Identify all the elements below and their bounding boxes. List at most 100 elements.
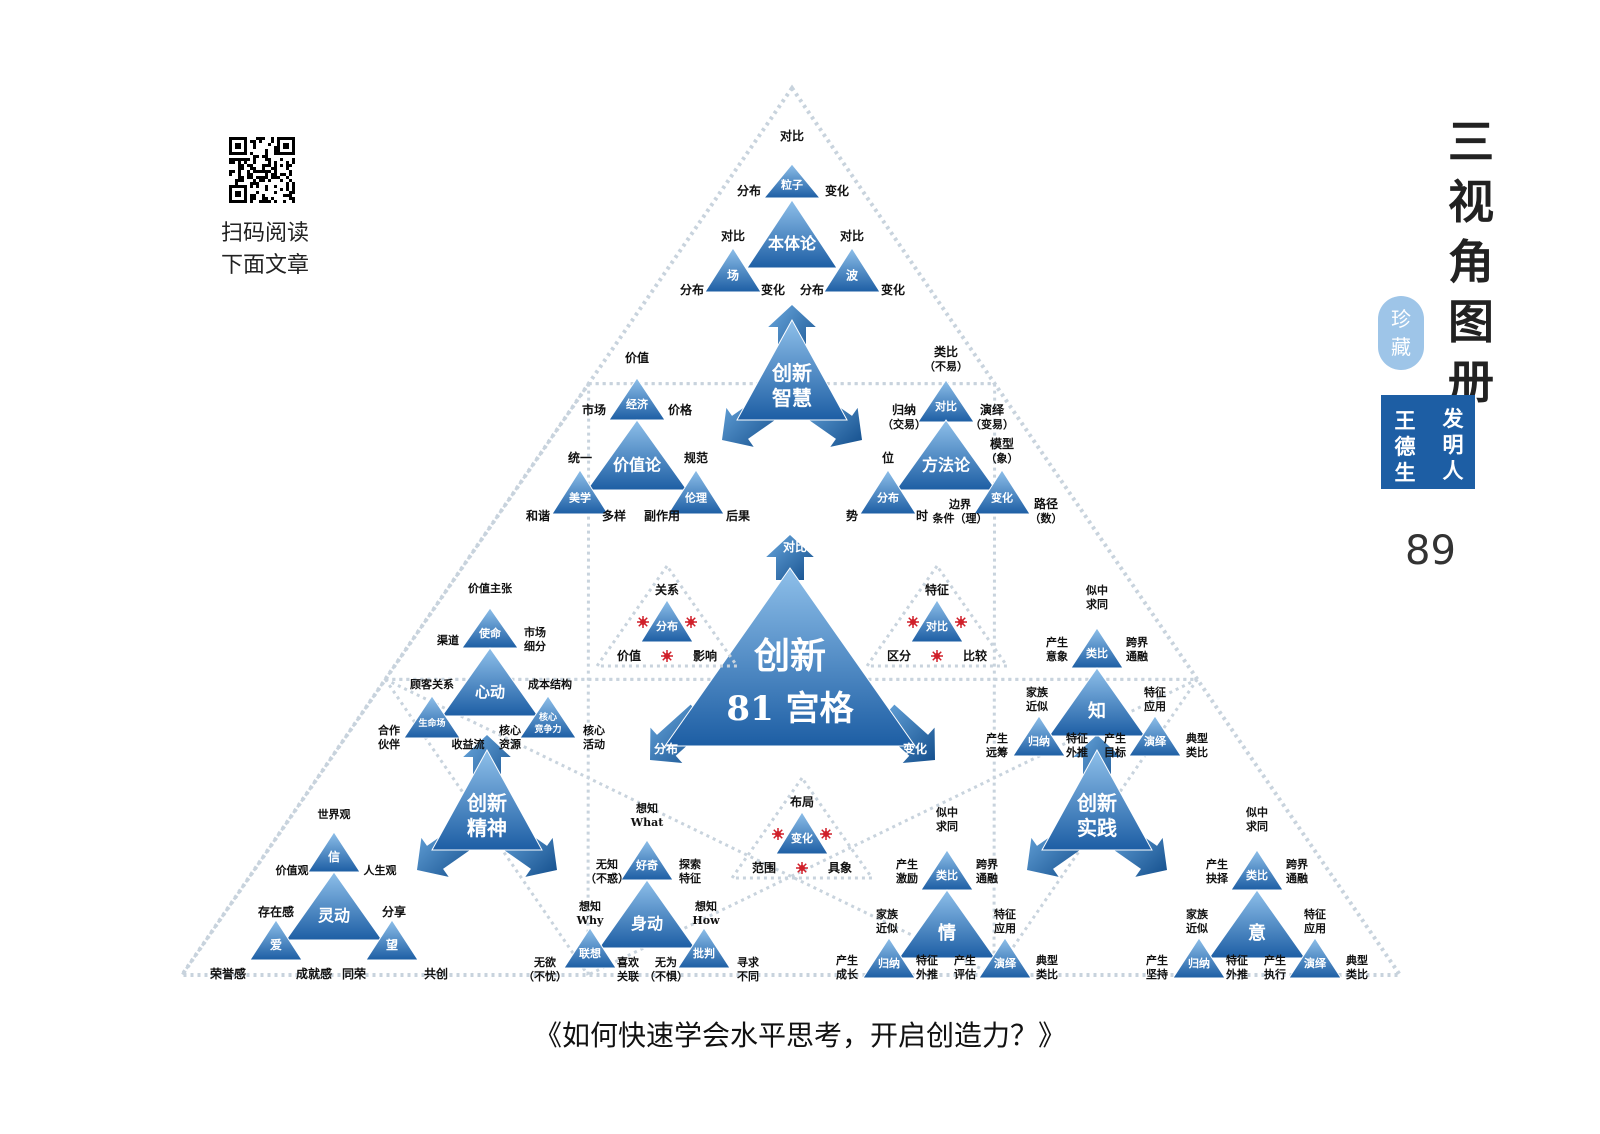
body-top-l2: （不惑） bbox=[585, 871, 629, 885]
emotion-top-l2: 激励 bbox=[896, 871, 918, 885]
method-br bbox=[973, 469, 1031, 515]
know-br-t2: 应用 bbox=[1144, 699, 1166, 713]
heart-top-t: 价值主张 bbox=[468, 581, 513, 595]
value-bl bbox=[551, 469, 609, 515]
heart-bl-l2: 伙伴 bbox=[378, 737, 400, 751]
sm-main bbox=[285, 871, 383, 941]
know-br bbox=[1128, 715, 1182, 757]
value-bl-r: 多样 bbox=[602, 508, 626, 523]
change-top: 布局 bbox=[790, 794, 814, 809]
method-br-label: 变化 bbox=[991, 491, 1013, 505]
body-top-label: 好奇 bbox=[635, 858, 658, 872]
emotion-br-l: 产生 bbox=[954, 953, 976, 967]
heart-br-r: 核心 bbox=[583, 723, 605, 737]
body-br-r2: 不同 bbox=[737, 970, 759, 983]
know-top-t: 似中 bbox=[1085, 583, 1108, 597]
emotion-bl-t2: 近似 bbox=[876, 921, 898, 935]
know-bl-t2: 近似 bbox=[1026, 699, 1048, 713]
method-top-r2: （变易） bbox=[970, 417, 1014, 431]
know-br-r2: 类比 bbox=[1186, 745, 1208, 759]
know-bl bbox=[1012, 715, 1066, 757]
will-bl-l: 产生 bbox=[1146, 953, 1168, 967]
contrast-dot3 bbox=[931, 650, 943, 662]
heart-bl-label: 生命场 bbox=[418, 717, 445, 729]
top-bl bbox=[704, 247, 762, 293]
body-br-r: 寻求 bbox=[737, 955, 760, 969]
top-br-right: 变化 bbox=[881, 282, 905, 297]
will-bl-r2: 外推 bbox=[1225, 967, 1248, 981]
sm-top-label: 信 bbox=[328, 849, 340, 864]
heart-bl-t: 顾客关系 bbox=[410, 677, 454, 691]
change-dot3-core bbox=[799, 865, 805, 871]
body-br-l2: （不惧） bbox=[644, 969, 688, 983]
method-bl-label: 分布 bbox=[877, 491, 899, 505]
contrast-tri bbox=[910, 599, 964, 643]
dist-tri bbox=[640, 599, 694, 643]
title-char: 角 bbox=[1448, 235, 1494, 289]
will-br-r2: 类比 bbox=[1346, 967, 1368, 981]
dist-top: 关系 bbox=[655, 582, 679, 597]
caption: 《如何快速学会水平思考，开启创造力？》 bbox=[533, 1019, 1066, 1052]
will-bl-t2: 近似 bbox=[1186, 921, 1208, 935]
seal-char: 明 bbox=[1442, 433, 1464, 457]
value-top-l: 市场 bbox=[582, 402, 606, 417]
value-top-label: 经济 bbox=[626, 397, 649, 411]
seal-char: 人 bbox=[1442, 459, 1464, 483]
know-main-label: 知 bbox=[1088, 700, 1106, 722]
heart-br-label: 核心 bbox=[539, 711, 557, 723]
dist-tri-label: 分布 bbox=[656, 619, 678, 633]
will-bl bbox=[1172, 937, 1226, 979]
heart-main bbox=[441, 647, 539, 717]
spirit-line1: 创新 bbox=[466, 791, 507, 815]
know-br-l2: 目标 bbox=[1104, 745, 1126, 759]
heart-br bbox=[519, 695, 577, 739]
top-bl-left: 分布 bbox=[680, 282, 704, 297]
know-br-l: 产生 bbox=[1104, 731, 1126, 745]
heart-br-l: 核心 bbox=[499, 723, 521, 737]
value-main bbox=[586, 419, 688, 491]
dist-dot2 bbox=[685, 616, 697, 628]
emotion-bl-l: 产生 bbox=[836, 953, 858, 967]
seal-char: 王 bbox=[1394, 409, 1416, 433]
center-title-2: 81 宫格 bbox=[726, 689, 854, 729]
will-br-label: 演绎 bbox=[1304, 956, 1327, 970]
will-top-l: 产生 bbox=[1206, 857, 1228, 871]
heart-bl bbox=[403, 695, 461, 739]
know-bl-r2: 外推 bbox=[1065, 745, 1088, 759]
will-br-l2: 执行 bbox=[1264, 967, 1286, 981]
body-top-r2: 特征 bbox=[679, 871, 701, 885]
know-bl-l2: 远筹 bbox=[986, 745, 1008, 759]
know-br-t: 特征 bbox=[1144, 685, 1166, 699]
method-br-l2: 条件（理） bbox=[932, 511, 988, 525]
top-br-top: 对比 bbox=[840, 228, 864, 243]
method-top-label: 对比 bbox=[935, 399, 957, 413]
heart-br-l2: 资源 bbox=[499, 737, 521, 751]
top-small bbox=[762, 163, 822, 199]
emotion-main bbox=[898, 889, 996, 959]
know-top-label: 类比 bbox=[1086, 646, 1108, 660]
sm-bl-t: 存在感 bbox=[257, 904, 294, 919]
know-top-l2: 意象 bbox=[1046, 649, 1068, 663]
title-char: 图 bbox=[1448, 295, 1494, 349]
know-bl-r: 特征 bbox=[1066, 731, 1088, 745]
emotion-top-t2: 求同 bbox=[936, 819, 958, 833]
body-top-r: 探索 bbox=[679, 857, 701, 871]
contrast-top: 特征 bbox=[925, 582, 949, 597]
top-small-right: 变化 bbox=[825, 183, 849, 198]
contrast-l: 区分 bbox=[887, 648, 911, 663]
sm-br-l: 同荣 bbox=[342, 966, 367, 981]
seal-char: 藏 bbox=[1391, 335, 1411, 359]
change-l: 范围 bbox=[752, 860, 776, 875]
know-bl-label: 归纳 bbox=[1028, 734, 1050, 748]
qr-caption-line1: 扫码阅读 bbox=[220, 221, 309, 246]
dist-dot2-core bbox=[688, 619, 694, 625]
will-bl-t: 家族 bbox=[1186, 907, 1209, 921]
body-br-t: 想知 bbox=[694, 899, 717, 913]
qr-caption: 扫码阅读 下面文章 bbox=[210, 218, 320, 282]
value-top-t: 价值 bbox=[625, 350, 649, 365]
heart-top-r2: 细分 bbox=[524, 639, 546, 653]
will-top-l2: 抉择 bbox=[1206, 871, 1229, 885]
emotion-br-l2: 评估 bbox=[954, 967, 976, 981]
dist-frame bbox=[594, 563, 740, 668]
method-br-l: 边界 bbox=[948, 497, 971, 511]
